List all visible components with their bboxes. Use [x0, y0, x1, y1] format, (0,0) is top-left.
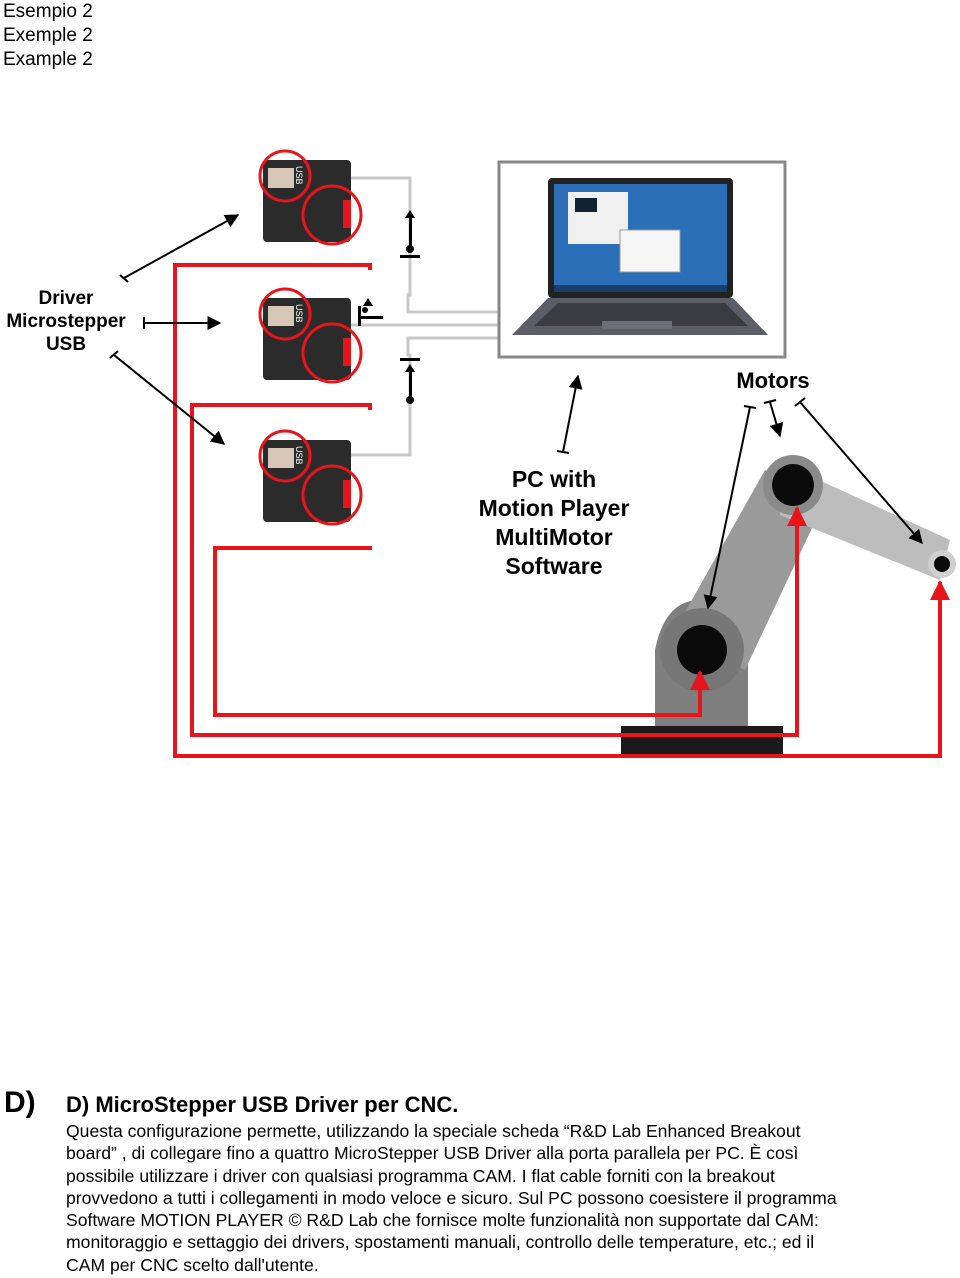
driver-label-line: USB [46, 334, 86, 355]
driver-boards: USB USB USB [258, 149, 363, 526]
laptop [497, 160, 787, 359]
body-line: Questa configurazione permette, utilizza… [66, 1121, 801, 1141]
board-label: USB [294, 446, 304, 465]
header-line: Example 2 [3, 49, 93, 70]
header-line: Esempio 2 [3, 1, 93, 22]
driver-label-line: Driver [39, 288, 95, 309]
header-line: Exemple 2 [3, 25, 93, 46]
driver-board: USB [258, 287, 363, 384]
body-line: Software MOTION PLAYER © R&D Lab che for… [66, 1210, 819, 1231]
body-line: board” , di collegare fino a quattro Mic… [66, 1143, 799, 1164]
driver-board: USB [258, 149, 363, 246]
motors-label: Motors [736, 368, 809, 393]
driver-label: Driver Microstepper USB [6, 288, 126, 355]
body-line: monitoraggio e settaggio dei drivers, sp… [66, 1232, 815, 1253]
pc-label-line: MultiMotor [495, 524, 613, 550]
body-line: possibile utilizzare i driver con qualsi… [66, 1165, 775, 1186]
robot-arm [621, 455, 956, 756]
driver-board: USB [258, 429, 363, 526]
pc-label-line: Motion Player [479, 495, 630, 521]
pc-label-line: PC with [512, 466, 596, 492]
wiring-diagram: USB USB USB Driver [6, 149, 956, 758]
body-line: provvedono a tutti i collegamenti in mod… [66, 1187, 837, 1208]
page-header: Esempio 2 Exemple 2 Example 2 [3, 0, 93, 72]
board-label: USB [294, 166, 304, 185]
section-letter: D) [4, 1086, 36, 1119]
usb-icon [358, 210, 420, 404]
body-line: CAM per CNC scelto dall'utente. [66, 1254, 319, 1275]
section-body: Questa configurazione permette, utilizza… [66, 1120, 936, 1276]
driver-label-line: Microstepper [6, 311, 126, 332]
board-label: USB [294, 304, 304, 323]
motor-cables [173, 263, 950, 758]
section-title: D) MicroStepper USB Driver per CNC. [66, 1092, 459, 1117]
pointer-arrows [109, 214, 923, 610]
robot-base [621, 726, 783, 756]
pc-label: PC with Motion Player MultiMotor Softwar… [479, 466, 630, 579]
pc-label-line: Software [505, 553, 602, 579]
